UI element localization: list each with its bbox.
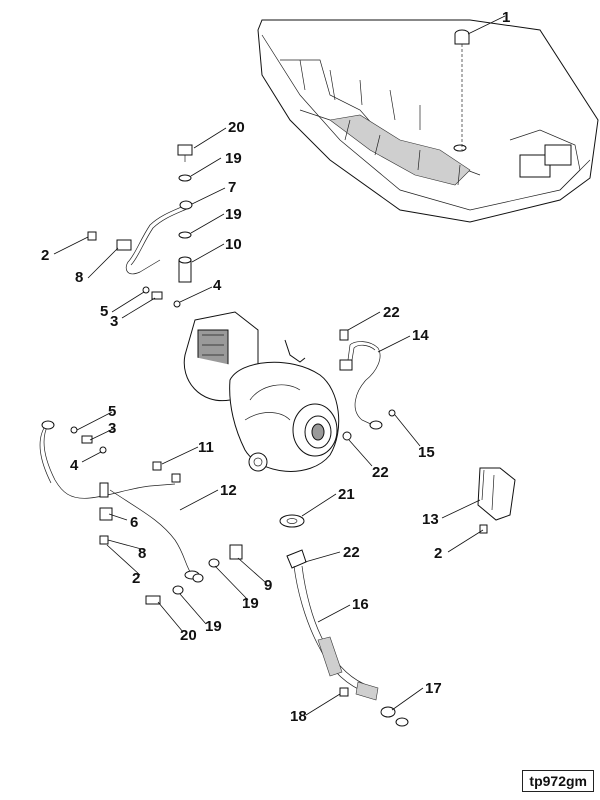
callout-4-lower: 4	[70, 457, 79, 474]
callout-11: 11	[198, 439, 214, 456]
callout-4-upper: 4	[213, 277, 222, 294]
callout-labels: 1 20 19 7 19 10 2 8 4 5 3 22 14 5 3 4 15…	[41, 9, 510, 725]
drain-tube-16	[286, 549, 409, 727]
callout-10: 10	[225, 236, 242, 253]
callout-22-middle: 22	[372, 464, 389, 481]
callout-21: 21	[338, 486, 355, 503]
fittings-upper	[142, 286, 181, 308]
callout-19-lower-b: 19	[205, 618, 222, 635]
callout-8-lower: 8	[138, 545, 146, 562]
leader-lines	[53, 15, 506, 716]
callout-18: 18	[290, 708, 307, 725]
callout-3-upper: 3	[110, 313, 118, 330]
callout-14: 14	[412, 327, 429, 344]
callout-19-upper-a: 19	[225, 150, 242, 167]
callout-5-lower: 5	[108, 403, 116, 420]
callout-8-upper: 8	[75, 269, 83, 286]
callout-2-lower: 2	[132, 570, 140, 587]
callout-19-upper-b: 19	[225, 206, 242, 223]
banjo-stack-upper	[177, 144, 193, 283]
callout-22-lower: 22	[343, 544, 360, 561]
callout-17: 17	[425, 680, 442, 697]
callout-12: 12	[220, 482, 237, 499]
bracket-13	[477, 467, 516, 534]
callout-6: 6	[130, 514, 138, 531]
gasket-21	[279, 514, 305, 528]
engine-block	[257, 19, 599, 223]
callout-2-right: 2	[434, 545, 442, 562]
bolts-11	[152, 461, 181, 483]
callout-3-lower: 3	[108, 420, 116, 437]
callout-16: 16	[352, 596, 369, 613]
figure-id-label: tp972gm	[522, 770, 594, 792]
oil-line-lower	[39, 420, 200, 580]
callout-20-lower: 20	[180, 627, 197, 644]
coolant-line-14	[339, 329, 396, 441]
callout-9: 9	[264, 577, 272, 594]
callout-1: 1	[502, 9, 510, 26]
callout-7: 7	[228, 179, 236, 196]
callout-22-upper: 22	[383, 304, 400, 321]
callout-13: 13	[422, 511, 439, 528]
oil-supply-line-upper	[87, 200, 193, 275]
turbocharger	[183, 311, 340, 472]
callout-19-lower-a: 19	[242, 595, 259, 612]
fittings-lower	[70, 426, 107, 454]
callout-2-upper: 2	[41, 247, 49, 264]
callout-15: 15	[418, 444, 435, 461]
callout-20-upper: 20	[228, 119, 245, 136]
callout-5-upper: 5	[100, 303, 108, 320]
banjo-stack-lower	[145, 544, 243, 605]
